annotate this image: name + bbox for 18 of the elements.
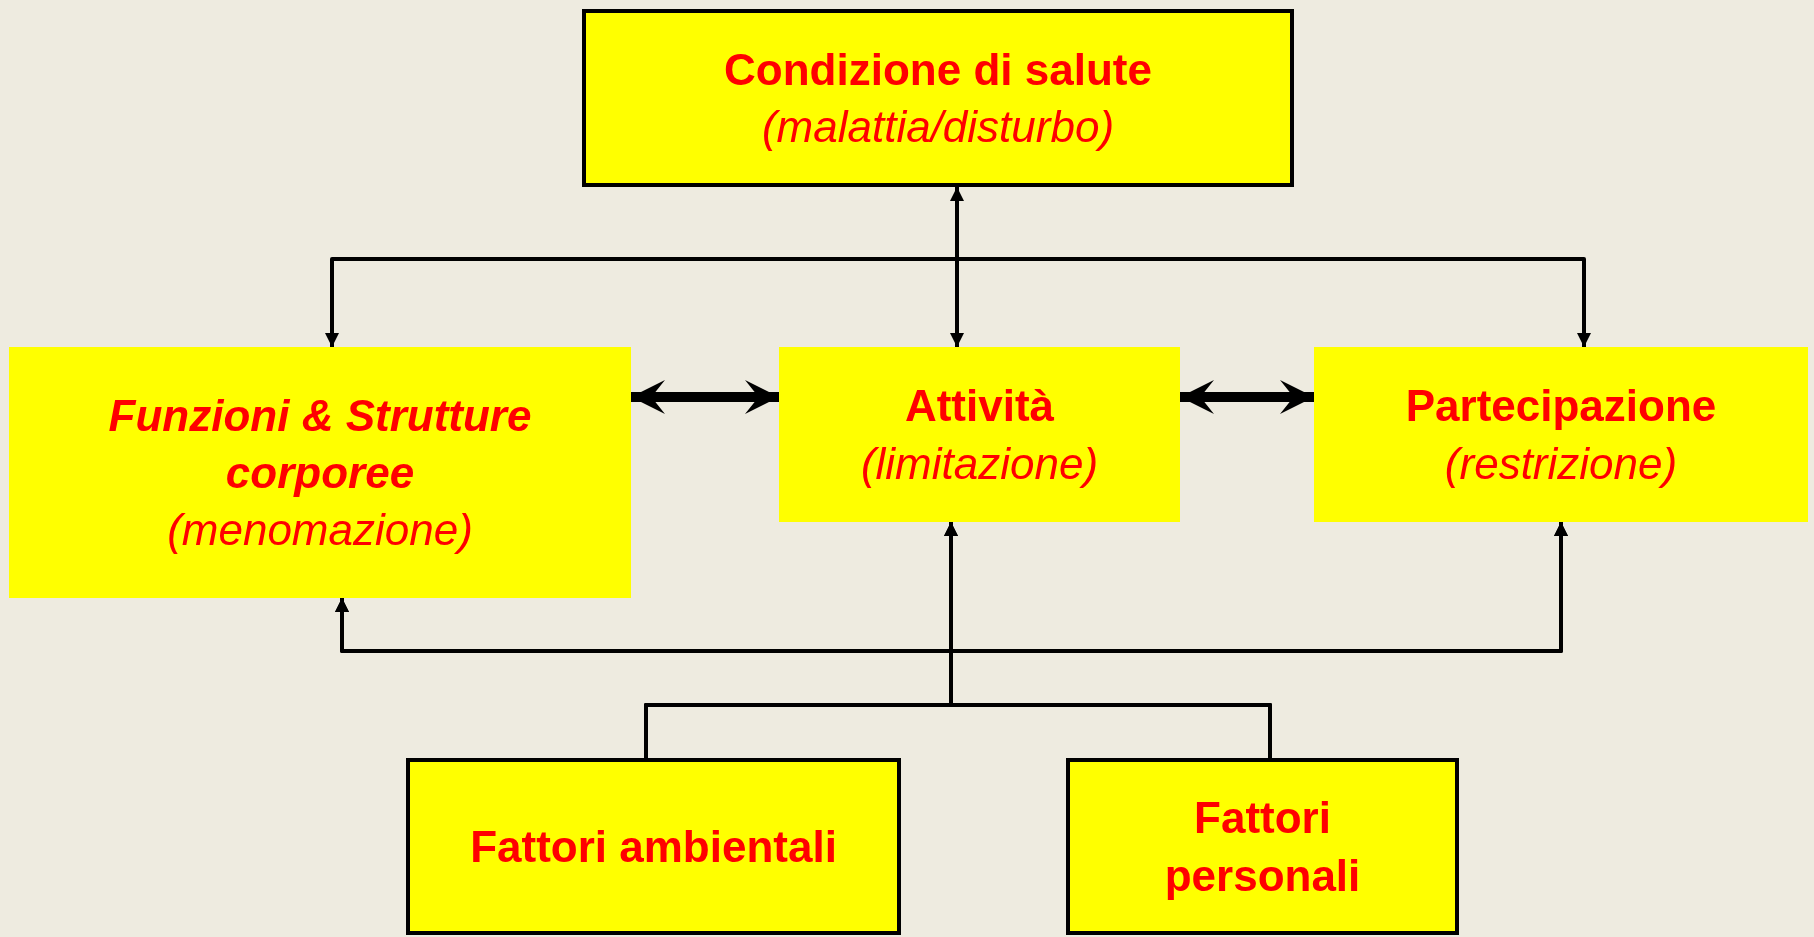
outlined-box [582,9,1294,187]
box-subtitle: (menomazione) [167,504,473,557]
box-title: Funzioni & Strutture corporee [107,389,533,499]
box [779,347,1180,522]
box [9,347,631,598]
box-title: Attività [904,380,1055,433]
box-title: Condizione di salute [724,43,1152,96]
box-title: Fattori personali [1163,792,1362,902]
box-subtitle: (restrizione) [1444,437,1678,490]
box [1314,347,1808,522]
outlined-box [1066,758,1459,935]
arrow [631,380,779,414]
box-title: Fattori ambientali [469,820,838,873]
outlined-box [406,758,901,935]
box-subtitle: (limitazione) [860,437,1099,490]
box-title: Partecipazione [1405,380,1717,433]
arrow [1180,380,1314,414]
box-subtitle: (malattia/disturbo) [761,101,1115,153]
